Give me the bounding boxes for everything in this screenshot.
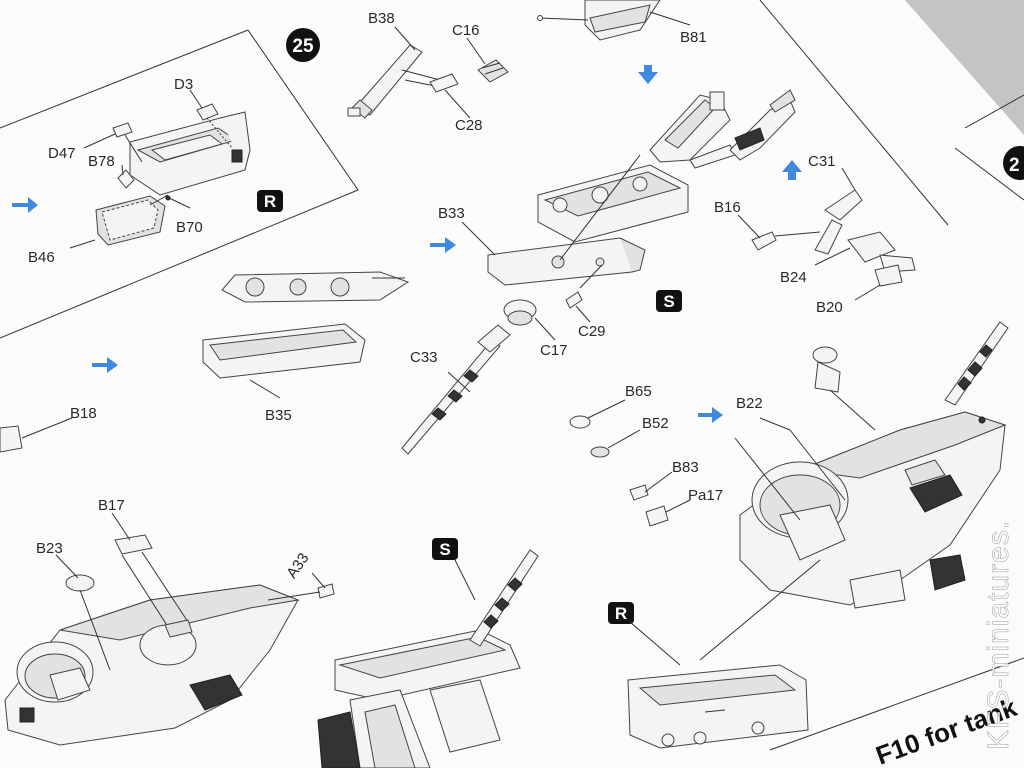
label-b83: B83 [672,459,699,476]
label-pa17: Pa17 [688,487,723,504]
direction-arrow-3 [92,357,118,373]
part-turret-gun-barrel [944,321,1009,406]
part-b52-ring [590,429,641,458]
part-periscope-housing [129,111,251,196]
part-c28-bracket [429,73,471,119]
part-b23-ring [55,554,111,671]
part-turret-right [739,411,1007,609]
label-b20: B20 [816,299,843,316]
label-c16: C16 [452,22,480,39]
badge-s-center [656,290,682,312]
direction-arrow-2 [430,237,456,253]
footer-band: F10 for tank [760,657,1024,768]
label-b22: B22 [736,395,763,412]
part-gun-mount [537,91,736,243]
part-b81-assembly [537,0,691,41]
next-step-badge [1003,146,1024,180]
badge-r-step25-text: R [264,192,276,211]
badge-s-center-text: S [663,292,674,311]
label-b23: B23 [36,540,63,557]
part-c29-pin [565,264,603,323]
next-step-number: 2 [1009,155,1020,176]
label-b16: B16 [714,199,741,216]
label-b65: B65 [625,383,652,400]
step-number: 25 [292,36,314,57]
label-b35: B35 [265,407,292,424]
part-c31-breech [729,89,796,161]
badge-s-bottom-text: S [439,540,450,559]
label-c28: C28 [455,117,483,134]
direction-arrow-1 [12,197,38,213]
label-b17: B17 [98,497,125,514]
label-d47: D47 [48,145,76,162]
part-b20-bracket [854,264,903,301]
badge-r-bottom-text: R [615,604,627,623]
label-c17: C17 [540,342,568,359]
label-b46: B46 [28,249,55,266]
part-hatch-plate [627,664,809,749]
part-b16-lever [737,214,821,251]
label-b81: B81 [680,29,707,46]
badge-r-step25 [257,190,283,212]
part-b78-pin [117,164,135,189]
label-b52: B52 [642,415,669,432]
part-c33-barrel [401,324,511,455]
part-c16-pad [466,37,509,83]
label-b78: B78 [88,153,115,170]
label-c31: C31 [808,153,836,170]
badge-r-bottom [608,602,634,624]
part-pa17-film [645,499,691,527]
part-gun-cradle [317,549,539,768]
part-b83-pin [629,471,673,501]
step-number-badge [286,28,320,62]
label-b38: B38 [368,10,395,27]
step-frame [0,29,359,339]
label-c29: C29 [578,323,606,340]
part-c31-breech-block [814,167,863,255]
label-b33: B33 [438,205,465,222]
part-c17-collar [503,299,556,341]
part-b38-hinge [347,26,446,119]
part-b35-cover-top [221,271,410,303]
part-a33-pin [267,572,335,601]
label-d3: D3 [174,76,193,93]
label-b70: B70 [176,219,203,236]
watermark: KFS-miniatures. [982,520,1015,750]
badge-s-bottom [432,538,458,560]
part-b33-mantlet [461,154,646,286]
direction-arrow-down [638,65,658,84]
part-d3-block [189,89,233,149]
part-b46-visor [69,194,169,249]
part-b17-hatch [111,512,193,638]
direction-arrow-4 [698,407,723,423]
label-b24: B24 [780,269,807,286]
direction-arrow-up [782,160,802,180]
part-b18 [0,417,73,453]
part-b65-disc [569,399,626,429]
part-b35-cover [202,323,366,399]
part-b22-cupola [734,346,876,521]
label-c33: C33 [410,349,438,366]
part-d47-clip [83,122,143,163]
label-b18: B18 [70,405,97,422]
